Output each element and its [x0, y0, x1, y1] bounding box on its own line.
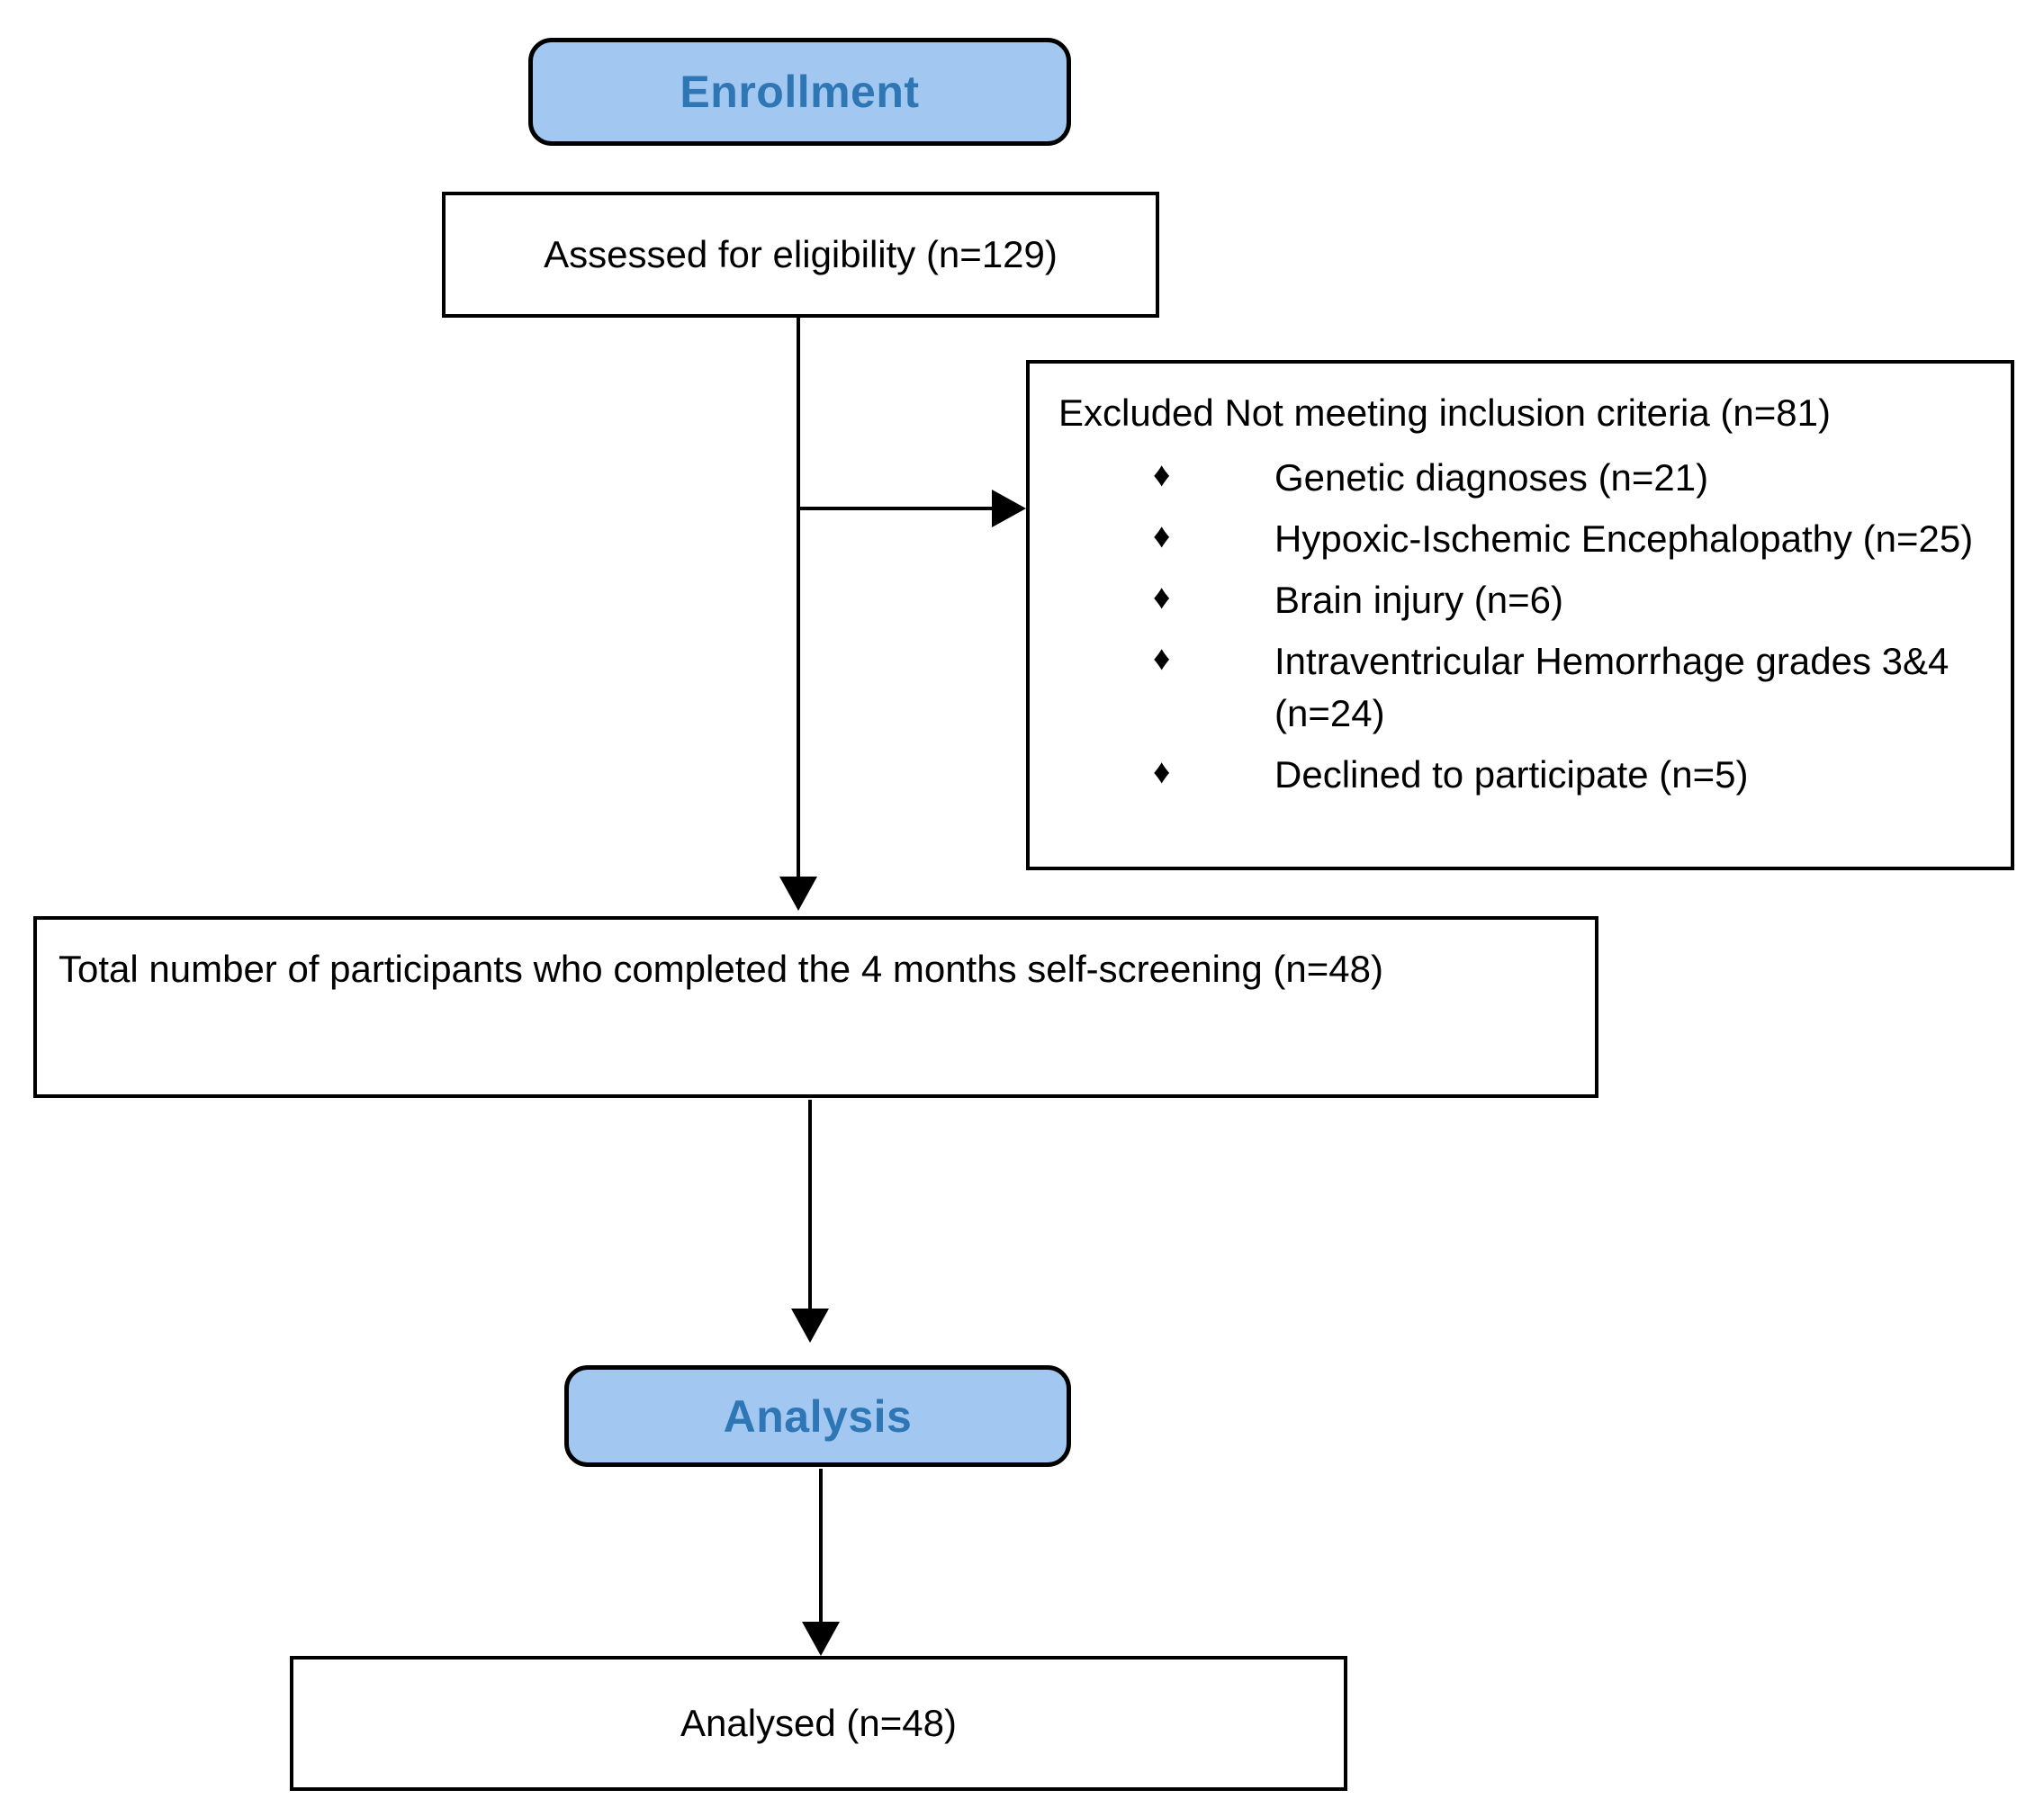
- enrollment-stage-label: Enrollment: [680, 67, 920, 117]
- excluded-list: ♦ Genetic diagnoses (n=21) ♦ Hypoxic-Isc…: [1058, 452, 1984, 801]
- excluded-item: ♦ Brain injury (n=6): [1058, 574, 1984, 626]
- arrow-total-to-analysis: [791, 1100, 829, 1343]
- assessed-box: Assessed for eligibility (n=129): [442, 192, 1159, 318]
- diamond-bullet-icon: ♦: [1153, 455, 1171, 494]
- arrow-assessed-to-total: [779, 318, 817, 911]
- diamond-bullet-icon: ♦: [1153, 578, 1171, 616]
- analysed-box: Analysed (n=48): [290, 1656, 1347, 1791]
- arrow-assessed-to-excluded: [800, 490, 1026, 527]
- assessed-text: Assessed for eligibility (n=129): [544, 233, 1058, 275]
- diamond-bullet-icon: ♦: [1153, 517, 1171, 555]
- diamond-bullet-icon: ♦: [1153, 752, 1171, 791]
- enrollment-stage-box: Enrollment: [528, 38, 1071, 146]
- analysis-stage-label: Analysis: [723, 1390, 913, 1442]
- analysed-text: Analysed (n=48): [680, 1702, 958, 1744]
- excluded-item-text: Brain injury (n=6): [1274, 578, 1563, 621]
- excluded-item: ♦ Genetic diagnoses (n=21): [1058, 452, 1984, 504]
- excluded-item-text: Declined to participate (n=5): [1274, 752, 1749, 796]
- excluded-item: ♦ Intraventricular Hemorrhage grades 3&4…: [1058, 635, 1984, 740]
- excluded-box: Excluded Not meeting inclusion criteria …: [1026, 360, 2014, 870]
- total-completed-box: Total number of participants who complet…: [33, 916, 1598, 1098]
- diamond-bullet-icon: ♦: [1153, 639, 1171, 678]
- analysis-stage-box: Analysis: [564, 1365, 1071, 1467]
- excluded-item-text: Hypoxic-Ischemic Encephalopathy (n=25): [1274, 517, 1974, 560]
- excluded-item-text: Genetic diagnoses (n=21): [1274, 455, 1709, 499]
- excluded-item: ♦ Hypoxic-Ischemic Encephalopathy (n=25): [1058, 513, 1984, 565]
- arrow-analysis-to-analysed: [802, 1469, 840, 1656]
- excluded-item: ♦ Declined to participate (n=5): [1058, 749, 1984, 801]
- excluded-item-text: Intraventricular Hemorrhage grades 3&4 (…: [1274, 639, 1949, 734]
- total-completed-text: Total number of participants who complet…: [59, 948, 1383, 990]
- excluded-title: Excluded Not meeting inclusion criteria …: [1058, 391, 1831, 434]
